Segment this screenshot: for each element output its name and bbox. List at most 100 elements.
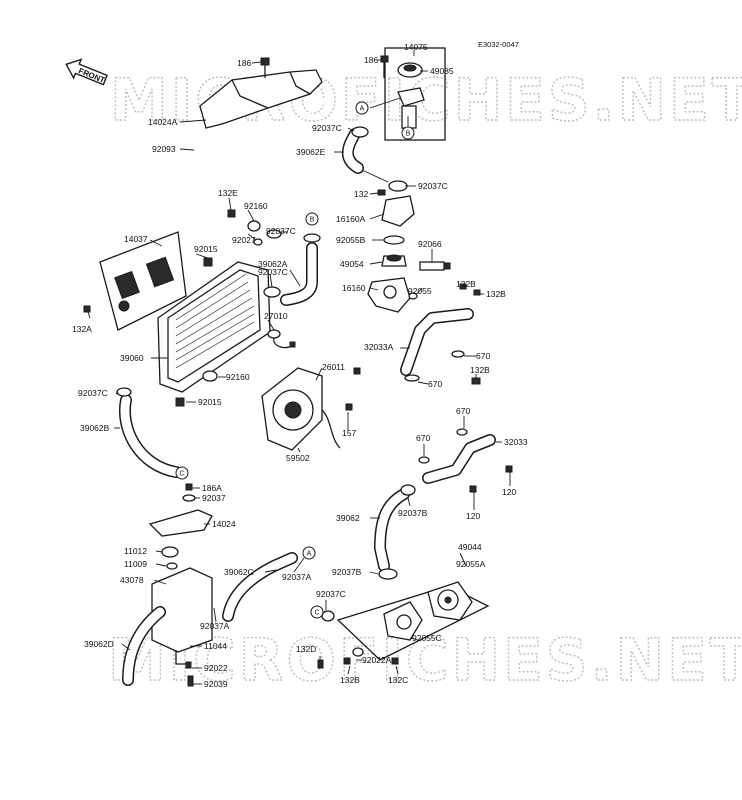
label-92066: 92066 [418,239,442,249]
bolt-186-top-icon [260,57,270,78]
grommet-parts [202,209,282,382]
radiator-screen [83,231,187,331]
label-39062B: 39062B [80,423,110,433]
label-14037: 14037 [124,234,148,244]
label-92037C-b: 92037C [418,181,448,191]
label-120-a: 120 [502,487,516,497]
label-186A: 186A [202,483,222,493]
label-92037: 92037 [202,493,226,503]
label-92160-b: 92160 [226,372,250,382]
label-92037C-e: 92037C [78,388,108,398]
hose-39062A [280,233,321,306]
label-39062D: 39062D [84,639,114,649]
watermark-bottom: MICROFICHES.NET [108,626,742,694]
leader-lines [87,50,511,685]
label-670-b: 670 [428,379,442,389]
label-92055C: 92055C [412,633,442,643]
label-11044: 11044 [204,641,227,651]
coolant-pipe-32033 [418,428,513,493]
label-132B-b: 132B [486,289,506,299]
label-59502: 59502 [286,453,310,463]
label-92037C-d: 92037C [258,267,288,277]
label-132A: 132A [72,324,92,334]
water-pump [317,581,490,669]
label-92027: 92027 [232,235,256,245]
filler-neck-assembly [380,47,446,141]
label-14075: 14075 [404,42,428,52]
label-132B-a: 132B [456,279,476,289]
label-92037B-b: 92037B [332,567,362,577]
label-92055: 92055 [408,286,432,296]
label-157: 157 [342,428,356,438]
label-16160A: 16160A [336,214,366,224]
label-49044: 49044 [458,542,482,552]
label-132C: 132C [388,675,408,685]
label-92022A: 92022A [362,655,392,665]
clamp-92037C-a-icon [351,126,369,138]
label-92055B: 92055B [336,235,366,245]
label-92160-a: 92160 [244,201,268,211]
seal-strip [191,89,332,160]
reservoir-tank [151,546,213,687]
label-49085: 49085 [430,66,454,76]
ref-mark-A-low: A [302,546,316,560]
label-132E: 132E [218,188,238,198]
label-14024: 14024 [212,519,236,529]
label-11009: 11009 [124,559,147,569]
label-92039: 92039 [204,679,228,689]
hose-39062 [374,484,416,580]
svg-text:A: A [360,106,365,113]
ref-mark-B-mid: B [305,212,319,226]
label-92022: 92022 [204,663,228,673]
label-32033: 32033 [504,437,528,447]
label-39062C: 39062C [224,567,254,577]
ref-mark-B-top: B [401,126,415,140]
radiator-shroud-top [199,69,323,129]
hose-39062C [222,552,298,622]
fan-switch [267,329,296,349]
svg-text:C: C [179,471,184,478]
cooling-fan [261,367,361,451]
label-39062: 39062 [336,513,360,523]
label-120-b: 120 [466,511,480,521]
label-670-a: 670 [476,351,490,361]
label-132B-d: 132B [340,675,360,685]
label-92037C-c: 92037C [266,226,296,236]
svg-text:C: C [314,610,319,617]
label-39062E: 39062E [296,147,326,157]
label-670-c: 670 [456,406,470,416]
front-arrow-icon: FRONT [65,58,108,86]
temperature-sensor [419,261,451,271]
label-132B-c: 132B [470,365,490,375]
label-92037C-f: 92037C [316,589,346,599]
label-49054: 49054 [340,259,364,269]
thermostat-housing [367,180,418,313]
svg-text:B: B [406,131,411,138]
label-92037A-b: 92037A [200,621,230,631]
label-92037B-a: 92037B [398,508,428,518]
label-92037C-a: 92037C [312,123,342,133]
svg-text:A: A [307,551,312,558]
hose-39062E [341,128,364,174]
label-16160: 16160 [342,283,366,293]
hose-39062D [122,606,166,686]
label-39060: 39060 [120,353,144,363]
label-26011: 26011 [322,362,345,372]
label-92093: 92093 [152,144,176,154]
label-43078: 43078 [120,575,144,585]
label-92055A: 92055A [456,559,486,569]
label-32033A: 32033A [364,342,394,352]
label-132: 132 [354,189,368,199]
part-labels: 186 14024A 92093 186 14075 49085 92037C … [72,42,528,689]
catalog-code: E3032-0047 [478,40,519,49]
svg-text:B: B [310,217,315,224]
label-39062A: 39062A [258,259,288,269]
label-92037A-a: 92037A [282,572,312,582]
label-92015-b: 92015 [198,397,222,407]
label-11012: 11012 [124,546,147,556]
ref-mark-C-low: C [310,605,324,619]
hose-39062B [116,387,182,478]
label-92015-a: 92015 [194,244,218,254]
label-132D: 132D [296,644,316,654]
